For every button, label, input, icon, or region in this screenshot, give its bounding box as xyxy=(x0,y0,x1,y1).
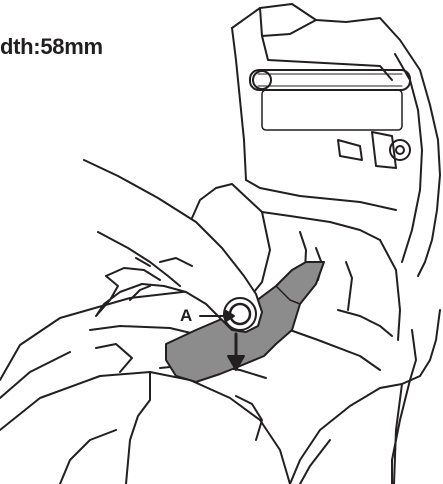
platen-roller xyxy=(249,69,411,169)
callout-label-a: A xyxy=(180,306,193,325)
paper-width-caption: dth:58mm xyxy=(0,34,103,59)
hand xyxy=(83,159,263,333)
cover-lid xyxy=(231,3,441,277)
press-point xyxy=(228,302,252,326)
